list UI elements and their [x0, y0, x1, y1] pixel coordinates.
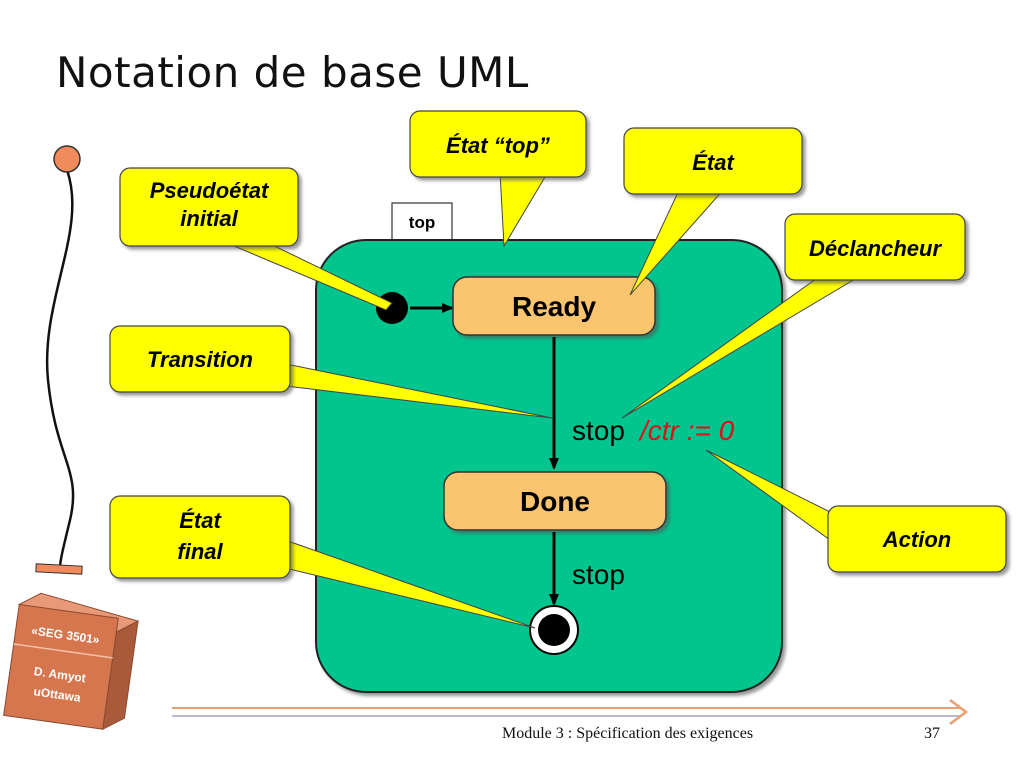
page-number: 37	[924, 725, 940, 742]
callout-declencheur: Déclancheur	[621, 213, 966, 419]
callout-pseudo-initial: Pseudoétat initial	[119, 167, 393, 311]
footer-module-title: Module 3 : Spécification des exigences	[502, 725, 754, 742]
callout-etat-top: État “top”	[409, 110, 587, 248]
callout-action: Action	[705, 449, 1007, 573]
transition-trigger-stop: stop	[572, 415, 625, 446]
callout-pseudo-initial-line1: Pseudoétat	[150, 178, 270, 203]
pole-base	[35, 563, 83, 575]
top-tab-label: top	[409, 213, 435, 232]
callout-etat-label: État	[692, 150, 735, 175]
footer-arrow	[172, 699, 969, 725]
final-state-inner	[538, 614, 570, 646]
callout-transition-label: Transition	[147, 347, 253, 372]
state-done	[443, 471, 667, 531]
decorative-pole	[35, 145, 83, 575]
callout-etat: État	[623, 127, 803, 296]
transition-final-trigger-stop: stop	[572, 559, 625, 590]
state-ready	[452, 276, 656, 336]
course-logo: «SEG 3501» D. Amyot uOttawa	[3, 592, 140, 731]
callout-declencheur-label: Déclancheur	[809, 236, 942, 261]
callout-etat-final-line1: État	[179, 508, 222, 533]
pole-head-circle	[53, 145, 81, 173]
state-done-label: Done	[520, 486, 590, 517]
callout-etat-final: État final	[109, 495, 536, 629]
callout-action-label: Action	[882, 527, 951, 552]
state-ready-label: Ready	[512, 291, 596, 322]
callout-pseudo-initial-line2: initial	[180, 206, 238, 231]
callout-etat-final-line2: final	[177, 539, 223, 564]
slide-title: Notation de base UML	[56, 48, 529, 97]
callout-etat-top-label: État “top”	[446, 133, 550, 158]
transition-action: /ctr := 0	[638, 415, 735, 446]
callout-transition: Transition	[109, 325, 553, 419]
logo-line3: uOttawa	[33, 684, 82, 704]
top-tab	[391, 202, 453, 241]
